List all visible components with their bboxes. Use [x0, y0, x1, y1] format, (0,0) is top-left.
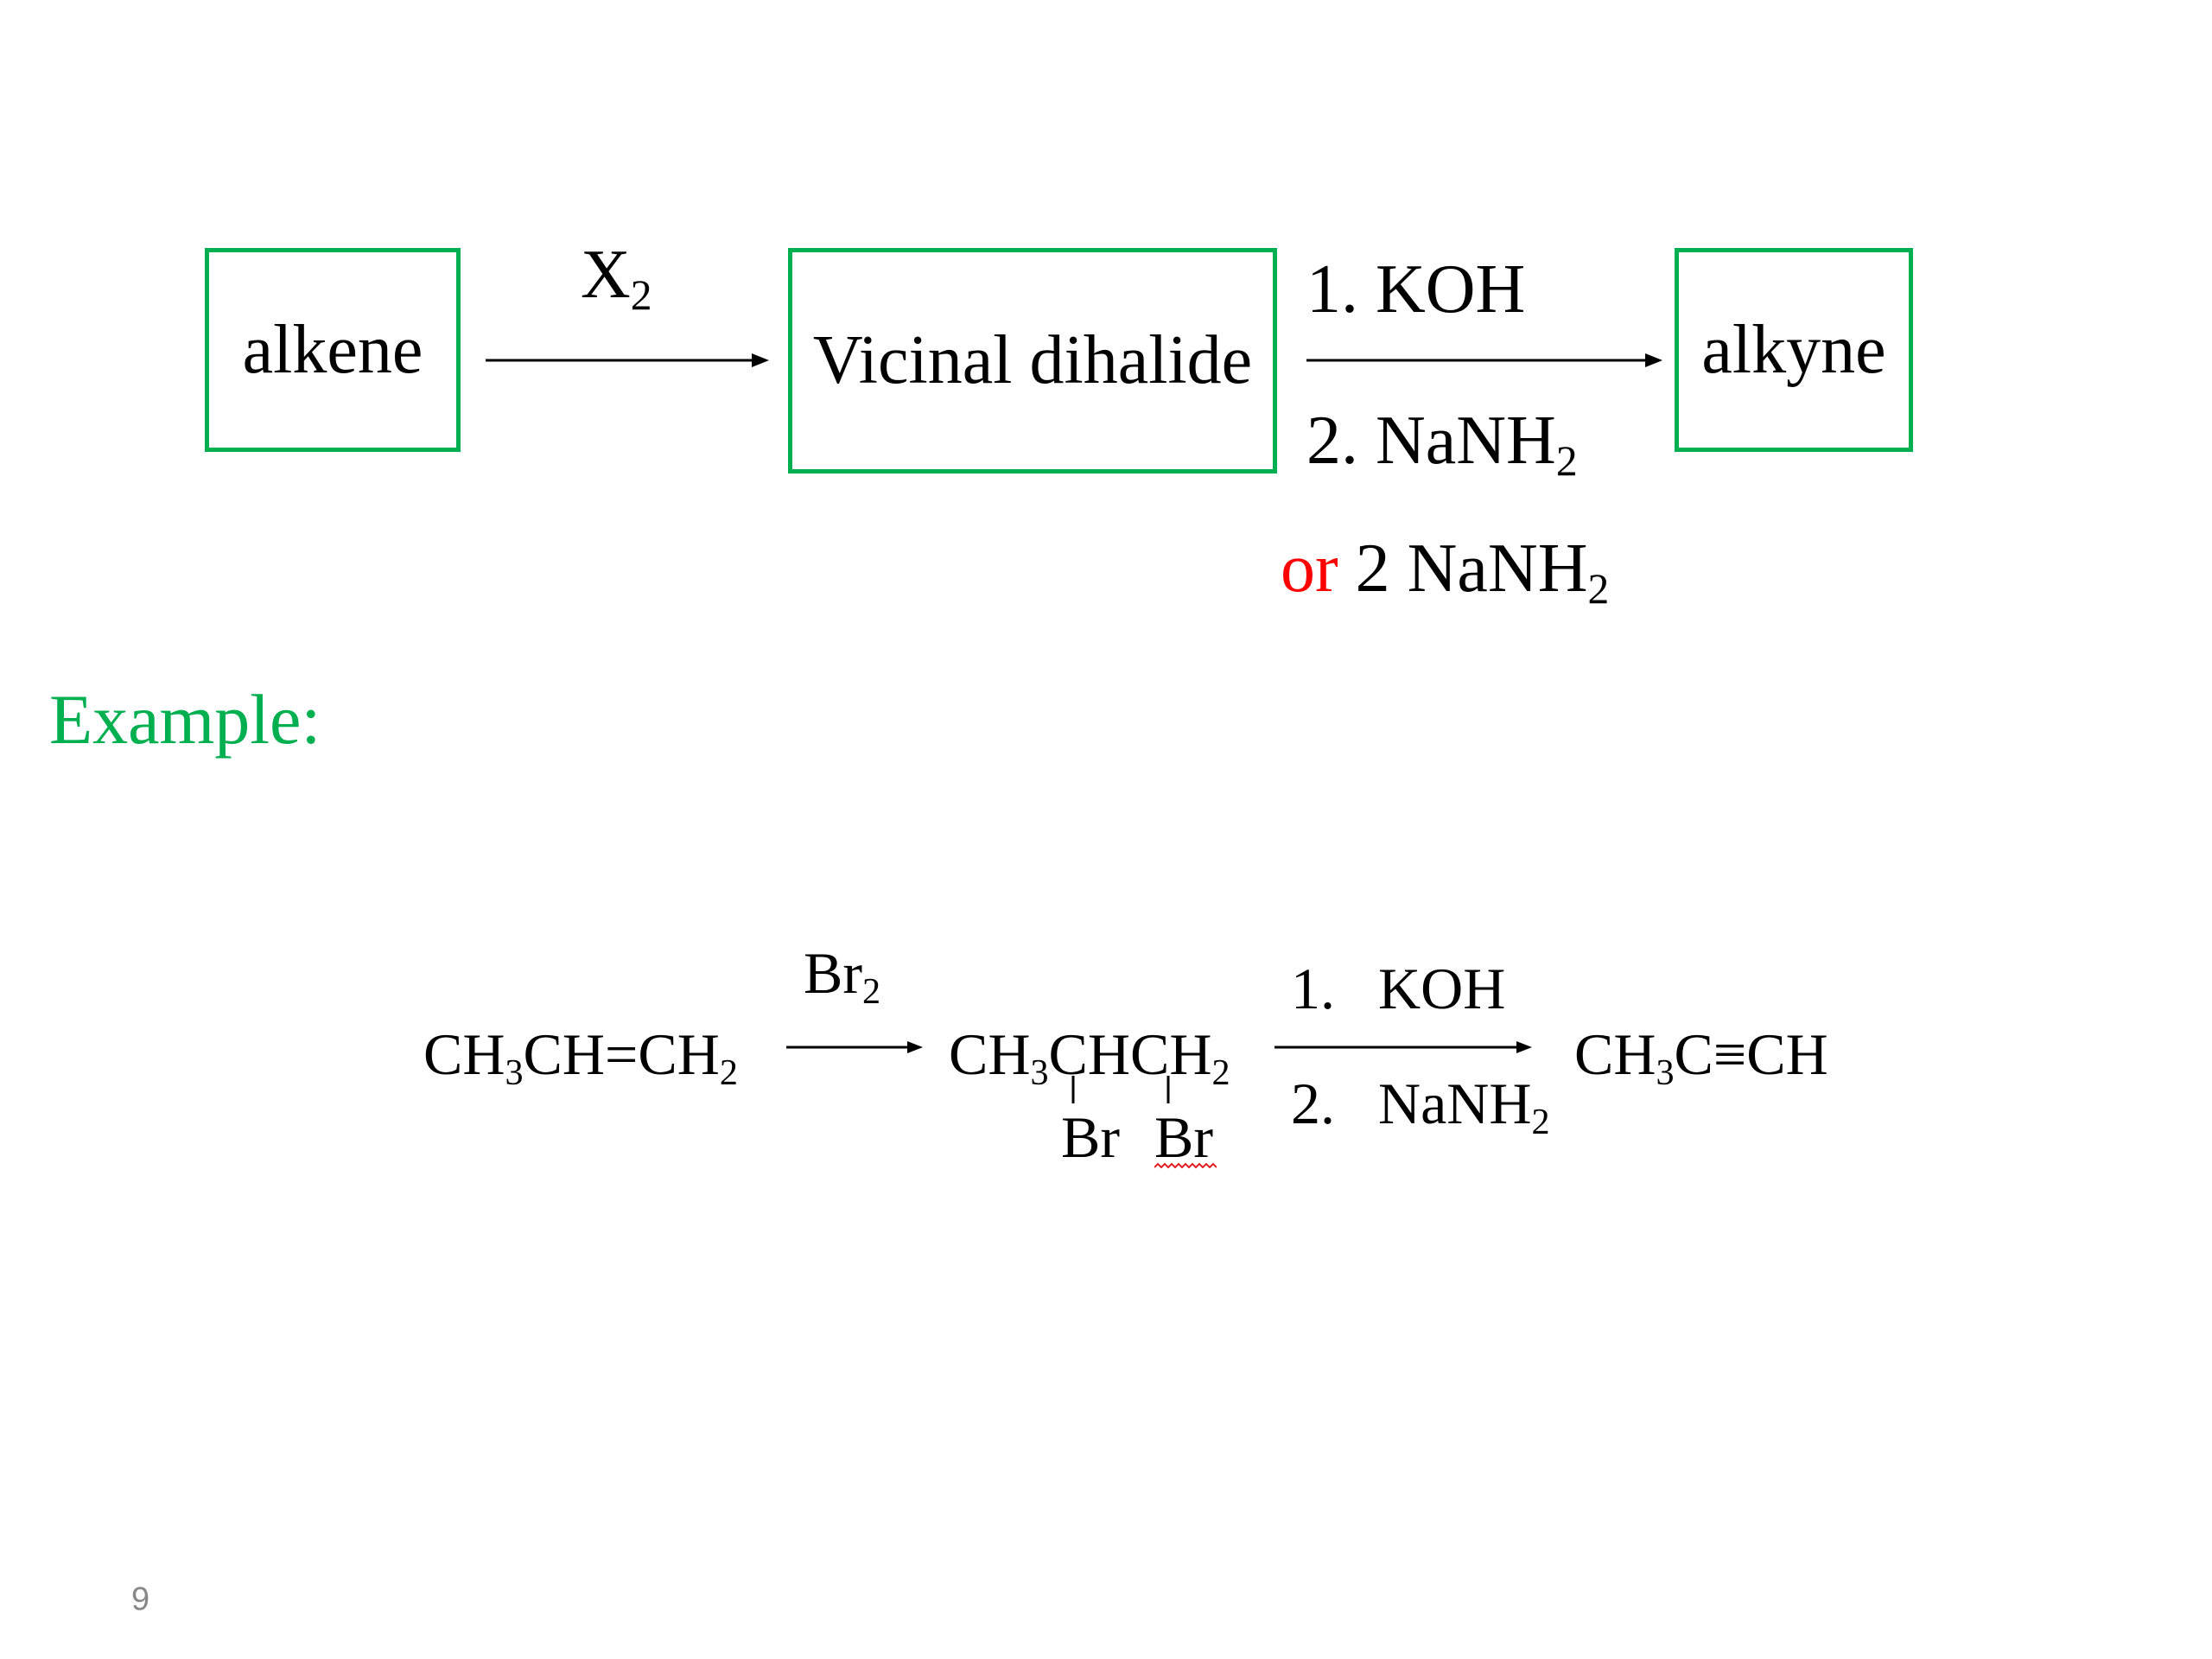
reagent-x2: X2	[581, 237, 652, 319]
alkene-label: alkene	[242, 311, 423, 388]
example-dibromide: CH3CHCH2	[949, 1021, 1230, 1093]
bromine-right: Br	[1154, 1104, 1213, 1170]
vicinal-dihalide-box: Vicinal dihalide	[788, 248, 1277, 474]
example-start-propene: CH3CH=CH2	[423, 1021, 738, 1093]
bromine-left: Br	[1061, 1104, 1120, 1170]
alkene-box: alkene	[205, 248, 461, 452]
arrow-1	[486, 353, 769, 367]
bond-lines	[1071, 1076, 1170, 1103]
or-text: or	[1281, 531, 1338, 607]
example-arrow-2	[1274, 1041, 1532, 1053]
example-step-1: 1.KOH	[1291, 956, 1506, 1021]
step-2-nanh2: 2. NaNH2	[1306, 403, 1578, 485]
example-product-propyne: CH3C≡CH	[1574, 1021, 1828, 1093]
step-1-koh: 1. KOH	[1306, 251, 1526, 327]
alternative-reagent: or 2 NaNH2	[1281, 531, 1610, 613]
alkyne-label: alkyne	[1701, 311, 1886, 388]
vicinal-dihalide-label: Vicinal dihalide	[812, 322, 1253, 398]
spellcheck-squiggle	[1154, 1163, 1217, 1169]
alkyne-box: alkyne	[1675, 248, 1913, 452]
example-reagent-br2: Br2	[804, 940, 881, 1012]
page-number: 9	[131, 1581, 150, 1618]
arrow-2	[1306, 353, 1662, 367]
example-label: Example:	[49, 680, 321, 759]
example-step-2: 2.NaNH2	[1291, 1071, 1550, 1142]
example-arrow-1	[786, 1041, 923, 1053]
